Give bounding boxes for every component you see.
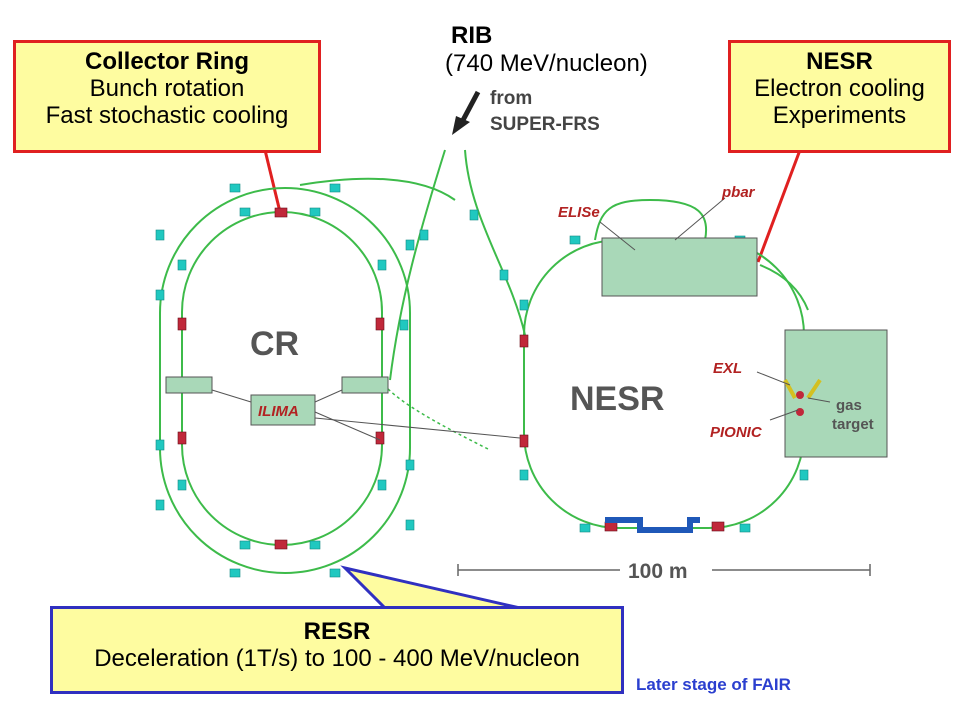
elise-label: ELISe [558, 204, 600, 221]
nesr-callout-pointer [756, 149, 802, 263]
electron-ion-area [601, 237, 758, 297]
quadrupole [155, 499, 165, 511]
quadrupole [377, 479, 387, 491]
resr-callout-title: RESR [303, 618, 371, 645]
dipole [711, 521, 725, 532]
quadrupole [405, 519, 415, 531]
pionic-label: PIONIC [710, 424, 763, 441]
quadrupole [229, 183, 241, 193]
resr-callout: RESR Deceleration (1T/s) to 100 - 400 Me… [50, 606, 624, 694]
quadrupole [309, 540, 321, 550]
quadrupole [799, 469, 809, 481]
quadrupole [405, 459, 415, 471]
exl-label: EXL [713, 360, 742, 377]
quadrupole [519, 469, 529, 481]
quadrupole [329, 183, 341, 193]
exl-detector-right [806, 378, 822, 400]
pbar-label: pbar [721, 184, 756, 201]
quadrupole [519, 299, 529, 311]
nesr-branch-line [759, 264, 809, 311]
collector-ring-line1: Bunch rotation [89, 75, 245, 102]
exl-detector-left [783, 379, 797, 399]
pionic-point [796, 408, 804, 416]
transfer-line-to-cr [389, 149, 446, 381]
nesr-label: NESR [570, 380, 664, 418]
dipole [519, 334, 529, 348]
nesr-callout: NESR Electron cooling Experiments [728, 40, 951, 153]
experiment-leader-lines [599, 197, 831, 421]
rib-source-line1: from [490, 88, 532, 109]
dipole [604, 521, 618, 532]
quadrupole [405, 239, 415, 251]
quadrupole [419, 229, 429, 241]
later-stage-note: Later stage of FAIR [636, 675, 791, 694]
quadrupole [229, 568, 241, 578]
quadrupole [239, 207, 251, 217]
dipole [177, 317, 187, 331]
quadrupole [329, 568, 341, 578]
resr-ring [159, 187, 411, 574]
rib-arrow-head [452, 116, 470, 135]
transfer-line-cr-nesr [379, 379, 491, 451]
collector-ring-line2: Fast stochastic cooling [45, 102, 289, 129]
transfer-line-cr-top [299, 177, 456, 201]
ilima-label: ILIMA [258, 403, 299, 420]
quadrupole [399, 319, 409, 331]
quadrupole [469, 209, 479, 221]
nesr-callout-title: NESR [806, 48, 873, 75]
quadrupole [239, 540, 251, 550]
collector-ring-title: Collector Ring [84, 48, 249, 75]
scale-label: 100 m [628, 560, 688, 583]
nesr-callout-line2: Experiments [772, 102, 907, 129]
electron-cooler [605, 517, 700, 533]
rib-energy: (740 MeV/nucleon) [445, 50, 648, 77]
gas-label: gas [836, 397, 862, 414]
quadrupole [309, 207, 321, 217]
quadrupole [177, 479, 187, 491]
dipole [519, 434, 529, 448]
resr-callout-line1: Deceleration (1T/s) to 100 - 400 MeV/nuc… [94, 645, 580, 672]
quadrupole [155, 289, 165, 301]
gas-target-point [796, 391, 804, 399]
quadrupole [579, 523, 591, 533]
ilima-leader-lines [211, 389, 521, 441]
ilima-right-station [341, 376, 389, 394]
collector-ring-callout: Collector Ring Bunch rotation Fast stoch… [13, 40, 321, 153]
quadrupole [377, 259, 387, 271]
quadrupole [739, 523, 751, 533]
cr-label: CR [250, 325, 299, 363]
rib-source-line2: SUPER-FRS [490, 114, 600, 135]
electron-ion-collider-loop [594, 198, 708, 241]
quadrupole [177, 259, 187, 271]
quadrupole [499, 269, 509, 281]
dipole [177, 431, 187, 445]
rib-title: RIB [451, 22, 493, 49]
ilima-label-box [250, 394, 316, 426]
cr-callout-pointer [263, 149, 282, 213]
nesr-callout-line1: Electron cooling [754, 75, 925, 102]
target-label: target [832, 416, 874, 433]
dipole [375, 317, 385, 331]
quadrupole [155, 229, 165, 241]
transfer-line-to-nesr [464, 149, 526, 336]
dipole [274, 207, 288, 218]
dipole [274, 539, 288, 550]
resr-callout-pointer [340, 565, 521, 610]
ilima-left-station [165, 376, 213, 394]
rib-injection-arrow [459, 90, 481, 124]
dipole [375, 431, 385, 445]
quadrupole [155, 439, 165, 451]
quadrupole [569, 235, 581, 245]
